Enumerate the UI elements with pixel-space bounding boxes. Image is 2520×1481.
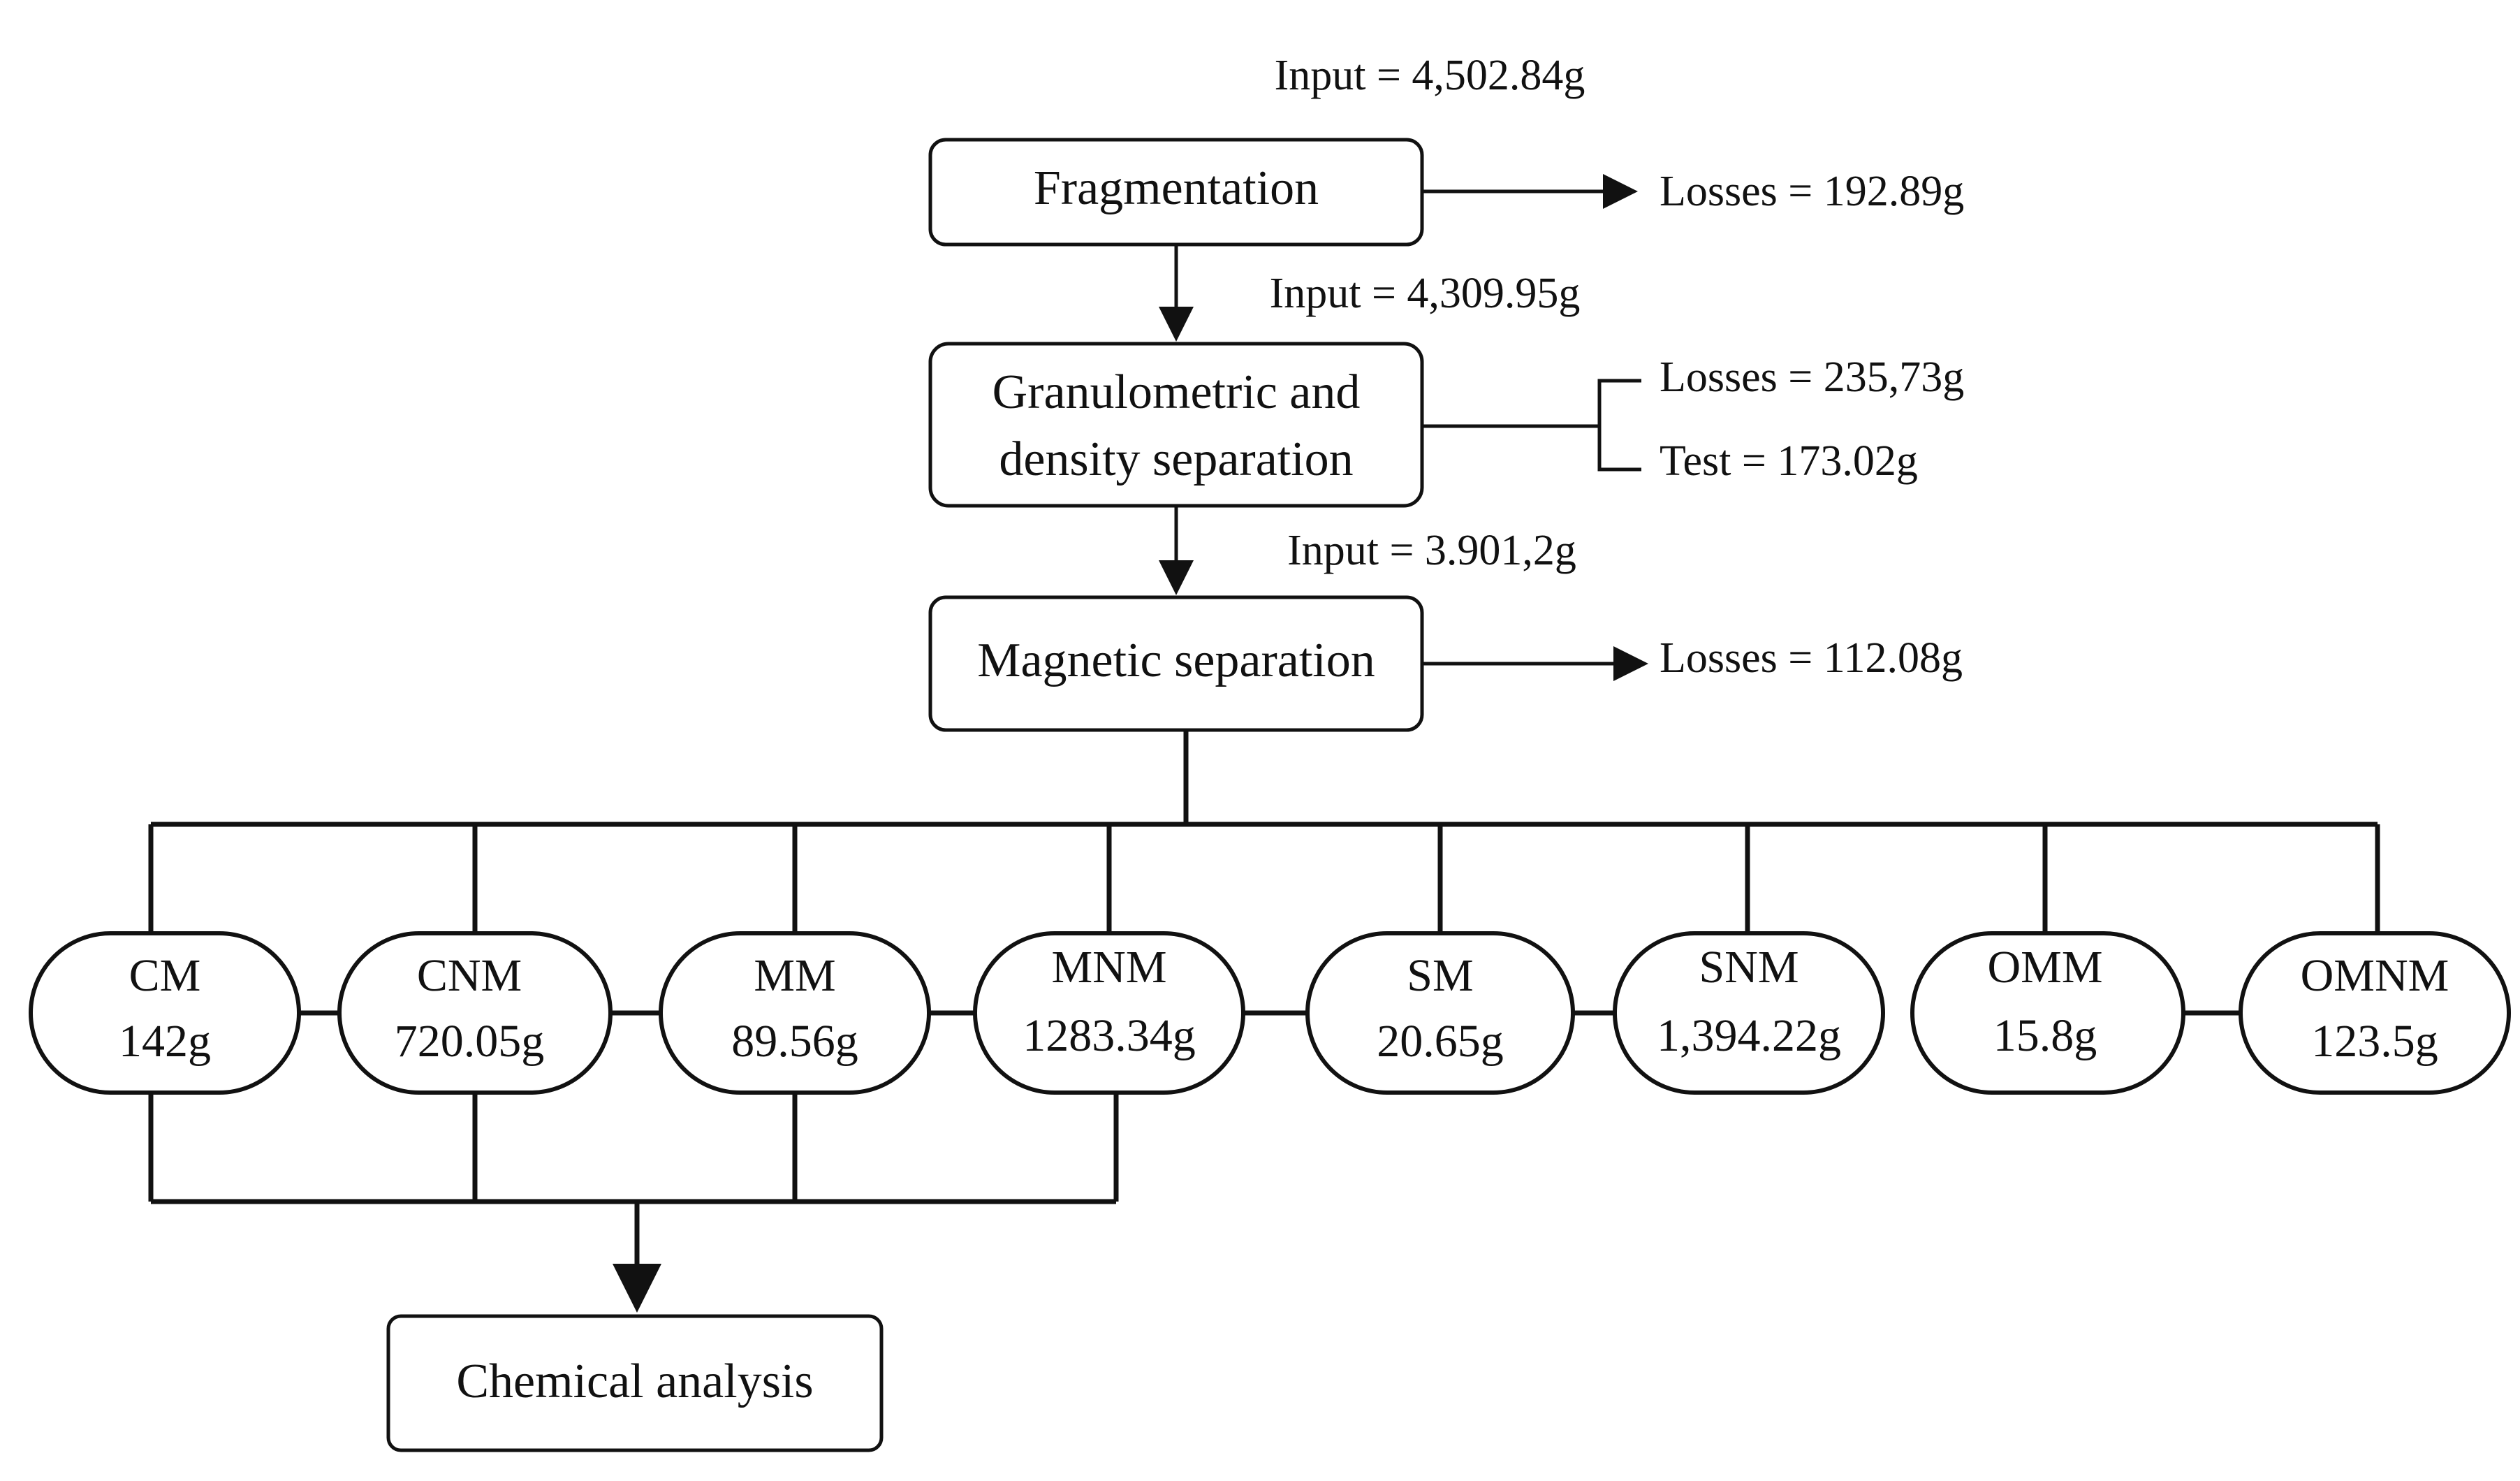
granulometric-label-line2: density separation [999, 432, 1353, 486]
granulometric-label-line1: Granulometric and [992, 365, 1361, 419]
losses-fragmentation-label: Losses = 192.89g [1660, 168, 1964, 215]
product-mass: 89.56g [731, 1016, 858, 1067]
product-mass: 20.65g [1377, 1016, 1504, 1067]
bracket-fork [1597, 379, 1641, 472]
product-name: SM [1407, 950, 1473, 1001]
fragmentation-label: Fragmentation [1034, 161, 1319, 215]
product-mnm: MNM 1283.34g [973, 931, 1245, 1095]
product-name: OMNM [2301, 950, 2449, 1001]
product-omnm: OMNM 123.5g [2239, 931, 2511, 1095]
product-name: CM [129, 950, 201, 1001]
losses-granulometric-label: Losses = 235,73g [1660, 353, 1964, 401]
product-mass: 123.5g [2311, 1016, 2438, 1067]
product-name: MNM [1051, 942, 1166, 993]
chemical-analysis-box [386, 1314, 884, 1452]
magnetic-separation-label: Magnetic separation [977, 634, 1375, 687]
product-name: MM [754, 950, 835, 1001]
chemical-analysis-label: Chemical analysis [456, 1355, 813, 1408]
product-mass: 720.05g [395, 1016, 545, 1067]
product-mass: 1,394.22g [1657, 1010, 1841, 1061]
product-cm: CM 142g [29, 931, 301, 1095]
product-snm: SNM 1,394.22g [1613, 931, 1885, 1095]
product-mass: 1283.34g [1023, 1010, 1196, 1061]
product-omm: OMM 15.8g [1910, 931, 2185, 1095]
test-granulometric-label: Test = 173.02g [1660, 437, 1918, 485]
input-label-1: Input = 4,502.84g [1275, 52, 1585, 99]
product-mm: MM 89.56g [659, 931, 931, 1095]
input-label-3: Input = 3.901,2g [1287, 527, 1576, 574]
product-name: OMM [1987, 942, 2102, 993]
product-mass: 15.8g [1993, 1010, 2097, 1061]
product-sm: SM 20.65g [1305, 931, 1575, 1095]
product-mass: 142g [119, 1016, 211, 1067]
product-name: SNM [1699, 942, 1799, 993]
losses-magnetic-label: Losses = 112.08g [1660, 634, 1963, 682]
product-cnm: CNM 720.05g [337, 931, 613, 1095]
product-name: CNM [417, 950, 522, 1001]
input-label-2: Input = 4,309.95g [1270, 270, 1581, 317]
